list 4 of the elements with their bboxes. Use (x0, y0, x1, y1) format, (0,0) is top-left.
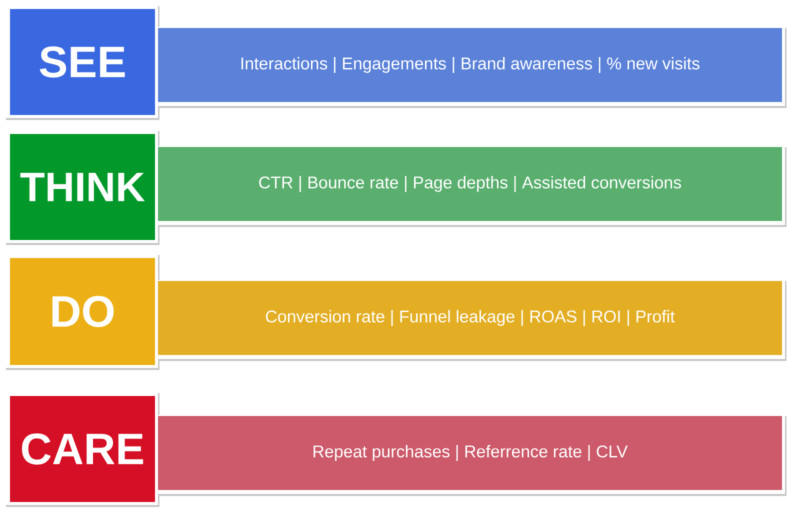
stage-tile: DO (5, 254, 160, 370)
stage-tile: THINK (5, 130, 160, 245)
stage-tile: SEE (5, 5, 160, 120)
stage-tile: CARE (5, 392, 160, 507)
